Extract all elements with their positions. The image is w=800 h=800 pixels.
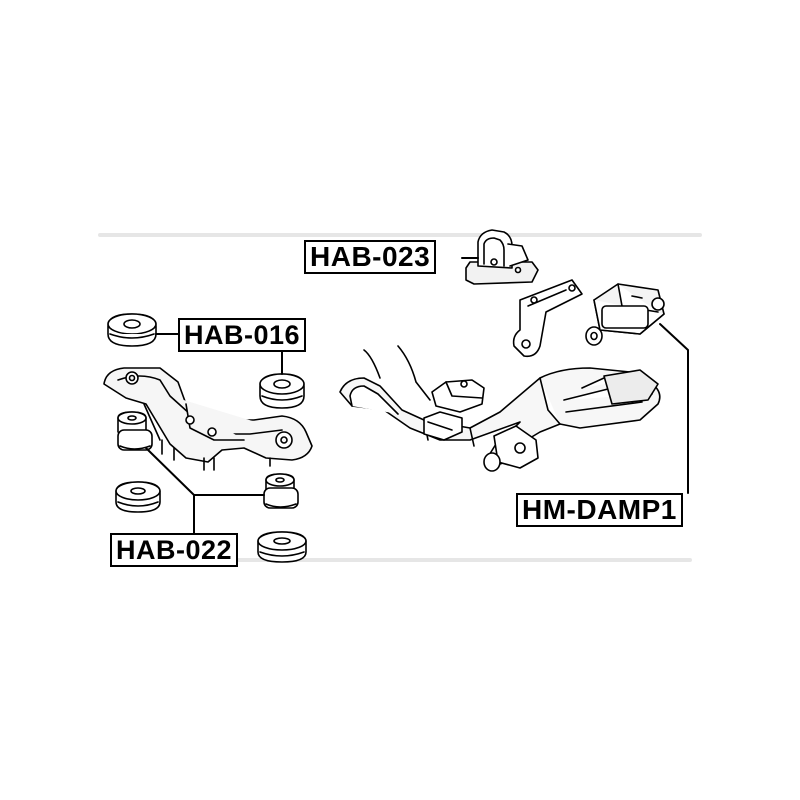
- part-label-hab-023: HAB-023: [304, 240, 437, 274]
- hab-022-bushing-a: [117, 411, 153, 451]
- subframe: [339, 345, 661, 472]
- hab-016-bushing-left: [107, 313, 157, 347]
- part-label-hab-022: HAB-022: [110, 533, 239, 567]
- cross-member: [103, 367, 313, 471]
- bracket: [512, 279, 583, 358]
- part-label-hm-damp1: HM-DAMP1: [516, 493, 683, 527]
- hab-016-bushing-right: [259, 373, 305, 409]
- bushing-flat-left: [115, 481, 161, 513]
- hm-damp1-damper: [585, 283, 665, 346]
- leader-lines: [145, 257, 689, 534]
- hab-023-mount: [465, 229, 539, 285]
- bushing-flat-right: [257, 531, 307, 563]
- part-label-hab-016: HAB-016: [178, 318, 307, 352]
- hab-022-bushing-b: [263, 473, 299, 509]
